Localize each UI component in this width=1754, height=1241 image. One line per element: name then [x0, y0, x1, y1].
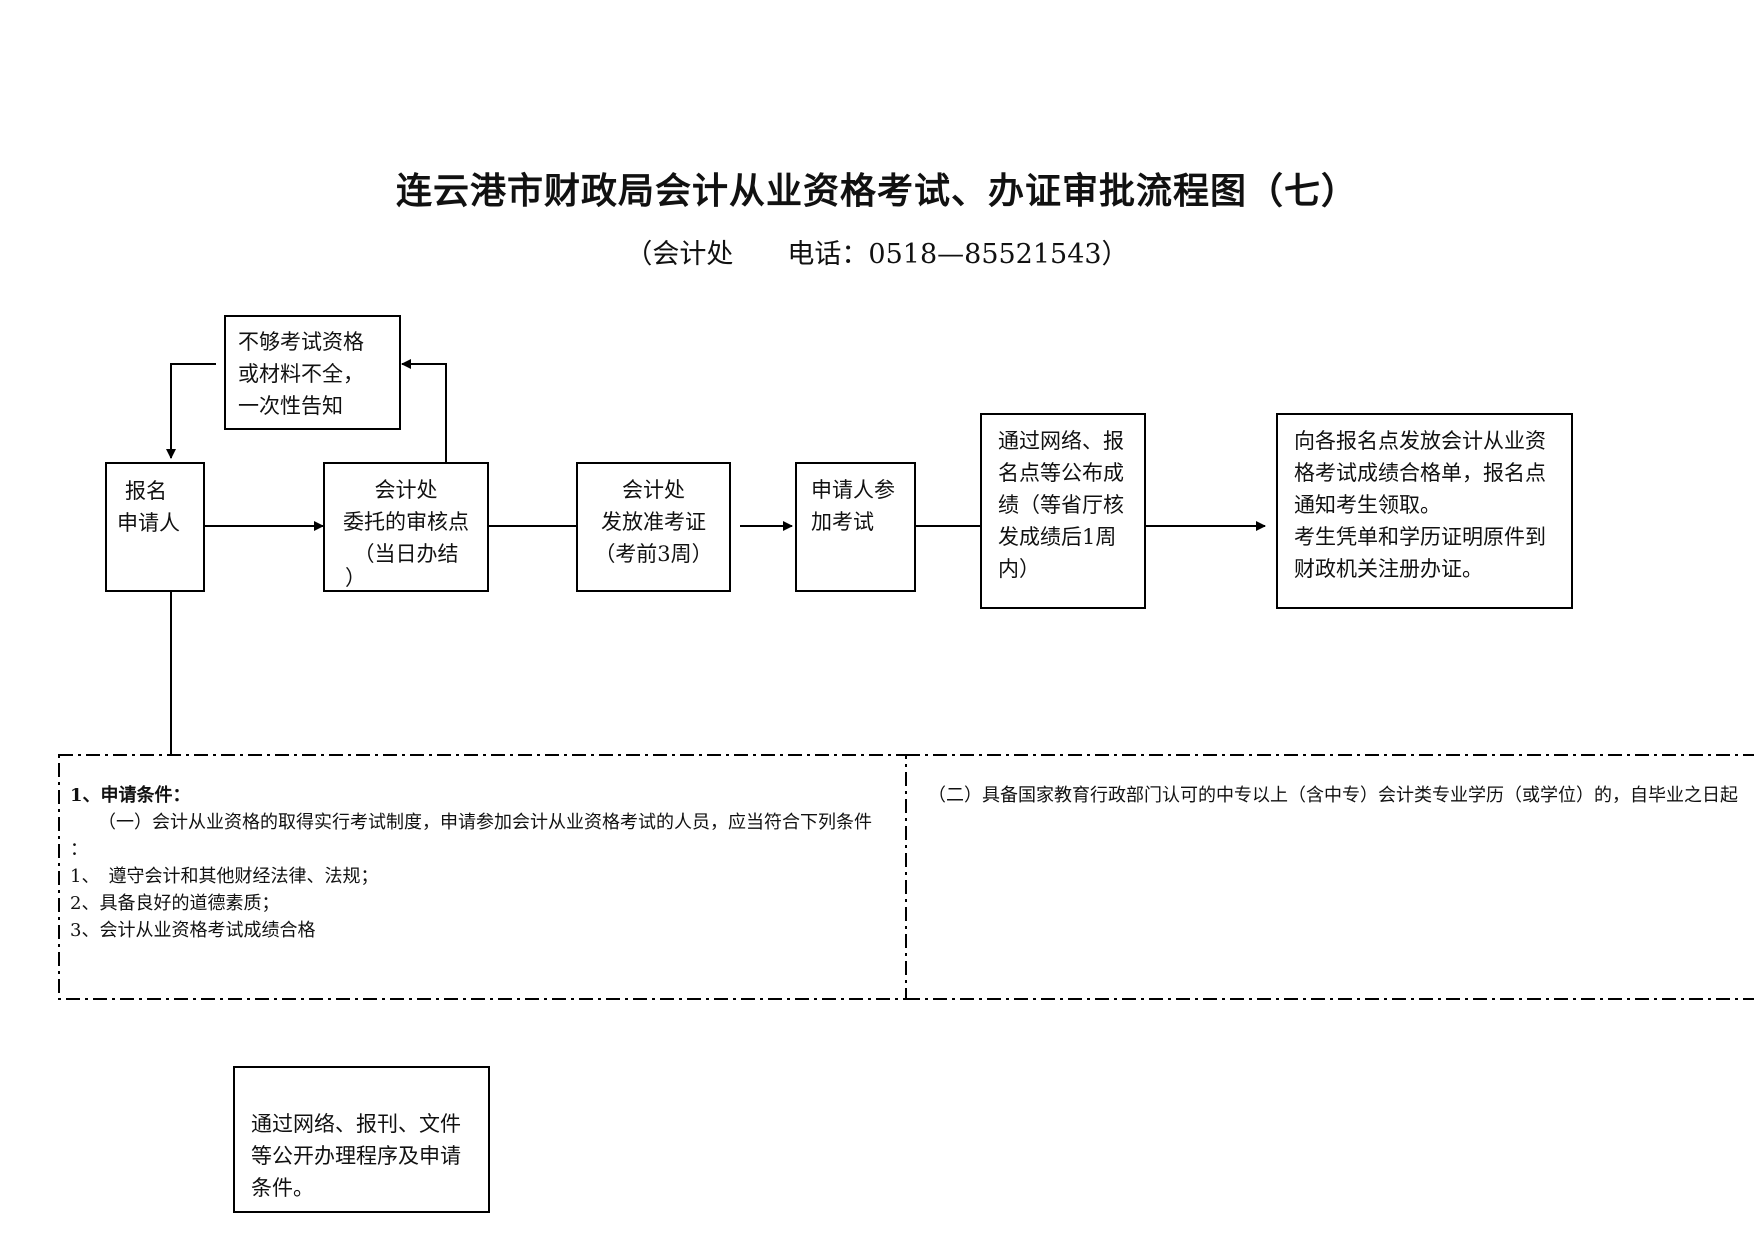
register-line: 通知考生领取。	[1294, 493, 1441, 517]
admit-line: 发放准考证	[601, 510, 706, 534]
conditions-panel-right-border	[906, 754, 1754, 1000]
register-line: 格考试成绩合格单，报名点	[1294, 461, 1546, 485]
publicize-line: 等公开办理程序及申请	[251, 1144, 461, 1168]
publish-line: 发成绩后1周	[998, 525, 1117, 549]
notice-line: 一次性告知	[238, 394, 343, 418]
conditions-heading: 1、申请条件：	[70, 785, 191, 806]
exam-line: 申请人参	[811, 478, 895, 502]
notice-line: 不够考试资格	[238, 330, 364, 354]
conditions-line: （一）会计从业资格的取得实行考试制度，申请参加会计从业资格考试的人员，应当符合下…	[98, 812, 872, 833]
register-box: 向各报名点发放会计从业资 格考试成绩合格单，报名点 通知考生领取。 考生凭单和学…	[1276, 413, 1573, 609]
review-line: 委托的审核点	[343, 510, 469, 534]
review-line: 会计处	[374, 478, 438, 502]
apply-box: 报名 申请人	[105, 462, 205, 592]
review-line: （当日办结	[353, 542, 459, 566]
arrow-notice-to-apply	[166, 363, 216, 459]
conditions-line: 3、会计从业资格考试成绩合格	[70, 920, 316, 941]
review-box: 会计处 委托的审核点 （当日办结 ）	[323, 462, 489, 592]
publish-box: 通过网络、报 名点等公布成 绩（等省厅核 发成绩后1周 内）	[980, 413, 1146, 609]
arrow-review-to-notice	[401, 359, 447, 462]
conditions-line: 1、 遵守会计和其他财经法律、法规；	[70, 866, 379, 887]
exam-line: 加考试	[811, 510, 874, 534]
apply-line: 报名	[125, 479, 167, 503]
review-line: ）	[345, 566, 366, 590]
page-title: 连云港市财政局会计从业资格考试、办证审批流程图（七）	[395, 170, 1358, 212]
conditions-panel-left: 1、申请条件： （一）会计从业资格的取得实行考试制度，申请参加会计从业资格考试的…	[60, 756, 905, 998]
publicize-box: 通过网络、报刊、文件 等公开办理程序及申请 条件。	[233, 1066, 490, 1213]
publish-line: 内）	[998, 557, 1040, 581]
publish-line: 绩（等省厅核	[998, 493, 1124, 517]
notice-box: 不够考试资格 或材料不全， 一次性告知	[224, 315, 401, 430]
publicize-line: 条件。	[251, 1176, 314, 1200]
apply-line: 申请人	[117, 511, 180, 535]
publish-line: 名点等公布成	[998, 461, 1124, 485]
register-line: 向各报名点发放会计从业资	[1294, 429, 1546, 453]
notice-line: 或材料不全，	[238, 362, 364, 386]
register-line: 财政机关注册办证。	[1294, 557, 1483, 581]
publicize-line: 通过网络、报刊、文件	[251, 1112, 461, 1136]
register-line: 考生凭单和学历证明原件到	[1294, 525, 1546, 549]
conditions-panel-right: （二）具备国家教育行政部门认可的中专以上（含中专）会计类专业学历（或学位）的，自…	[918, 756, 1754, 998]
exam-box: 申请人参 加考试	[795, 462, 916, 592]
admit-box: 会计处 发放准考证 （考前3周）	[576, 462, 731, 592]
admit-line: （考前3周）	[594, 542, 713, 566]
publish-line: 通过网络、报	[998, 429, 1124, 453]
conditions-line: （二）具备国家教育行政部门认可的中专以上（含中专）会计类专业学历（或学位）的，自…	[928, 785, 1738, 806]
page-subtitle: （会计处 电话：0518—85521543）	[625, 239, 1129, 270]
admit-line: 会计处	[622, 478, 685, 502]
conditions-line: 2、具备良好的道德素质；	[70, 893, 280, 914]
conditions-panel-left-border	[58, 754, 907, 1000]
conditions-line: ：	[70, 839, 88, 860]
